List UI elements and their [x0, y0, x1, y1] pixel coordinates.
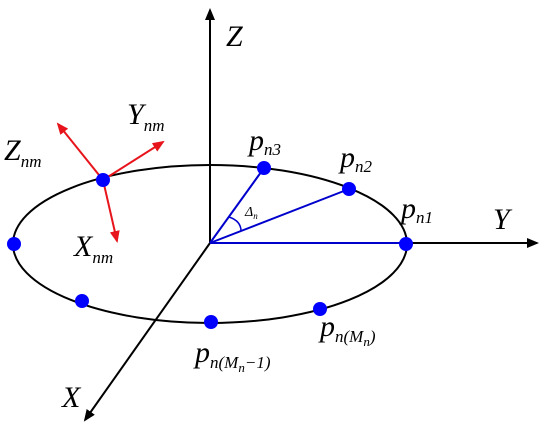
point-pM	[313, 302, 327, 316]
radius-line-p2	[209, 188, 350, 244]
label-p-n-Mn-minus-1: pn(Mn−1)	[193, 336, 271, 375]
local-x-label: Xnm	[73, 230, 113, 267]
point-pM-1	[204, 315, 218, 329]
local-y-label: Ynm	[127, 98, 164, 135]
local-z-label: Znm	[4, 134, 41, 171]
angle-label: Δn	[244, 205, 258, 221]
point-p3	[257, 161, 271, 175]
local-x-arrow	[102, 179, 120, 243]
label-p-n2: pn2	[338, 141, 373, 176]
point-p2	[342, 182, 356, 196]
local-z-arrow	[56, 122, 104, 181]
point-local-frame-origin	[96, 173, 110, 187]
label-p-n-Mn: pn(Mn)	[318, 310, 376, 349]
z-axis-label: Z	[226, 20, 243, 53]
y-axis-label: Y	[493, 203, 513, 236]
angle-arc	[228, 216, 242, 232]
x-axis-label: X	[61, 381, 82, 414]
point-left	[7, 237, 21, 251]
x-axis	[83, 242, 211, 422]
local-y-arrow	[102, 140, 165, 181]
point-lower-left	[75, 294, 89, 308]
label-p-n3: pn3	[247, 124, 281, 159]
label-p-n1: pn1	[399, 192, 433, 227]
radius-line-p3	[209, 167, 265, 244]
point-p1	[399, 237, 413, 251]
